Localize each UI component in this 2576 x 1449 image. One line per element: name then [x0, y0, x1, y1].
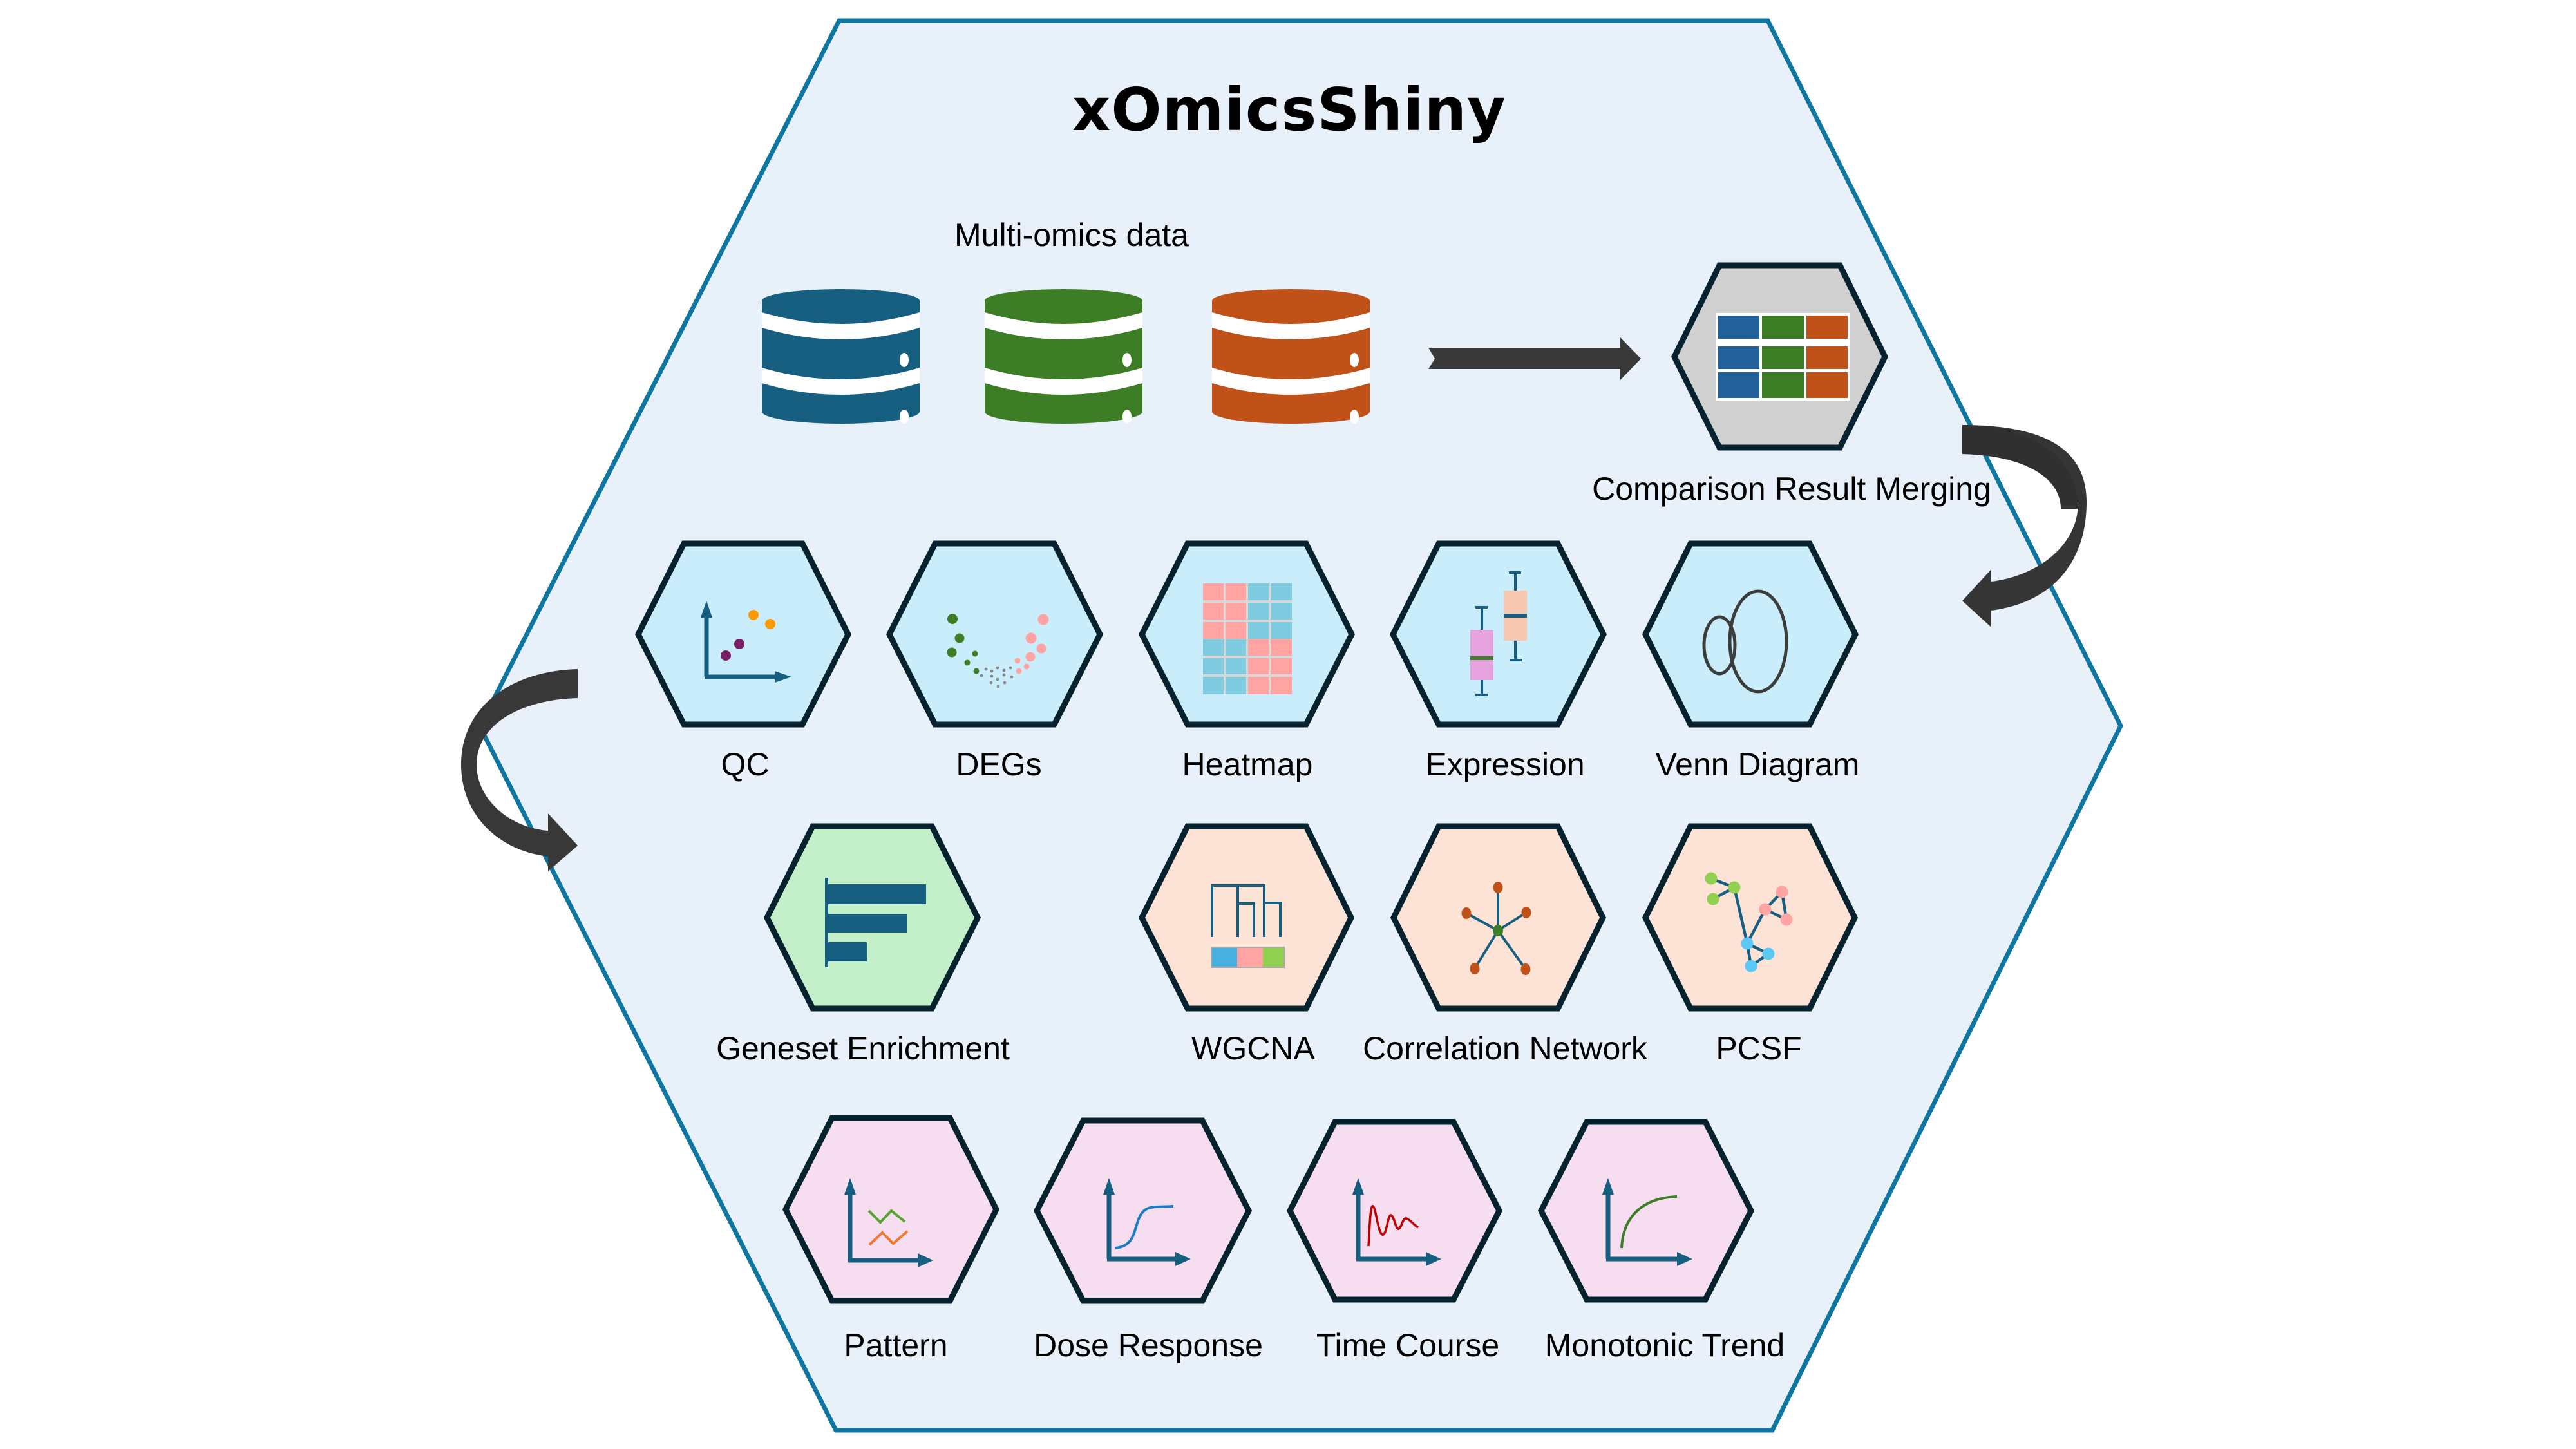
module-color-bar: [1211, 947, 1285, 968]
database-icon-blue: [762, 289, 920, 424]
module-pattern[interactable]: [782, 1115, 1000, 1304]
heatmap-icon: [1203, 583, 1292, 694]
boxplot-icon: [1470, 571, 1527, 696]
module-pattern-label: Pattern: [844, 1327, 947, 1363]
merge-label: Comparison Result Merging: [1592, 471, 1991, 507]
module-expression-label: Expression: [1425, 746, 1584, 782]
module-heatmap[interactable]: [1138, 540, 1356, 728]
module-wgcna-label: WGCNA: [1191, 1030, 1315, 1066]
module-degs-label: DEGs: [956, 746, 1041, 782]
volcano-plot-icon: [947, 614, 1049, 688]
damped-oscillation-icon: [1352, 1178, 1441, 1266]
module-expression[interactable]: [1389, 540, 1607, 728]
module-monotonic-trend[interactable]: [1537, 1119, 1755, 1303]
module-venn[interactable]: [1642, 540, 1859, 728]
module-dose-label: Dose Response: [1034, 1327, 1263, 1363]
module-pcsf-label: PCSF: [1716, 1030, 1801, 1066]
module-degs[interactable]: [886, 540, 1104, 728]
dendrogram-icon: [1211, 884, 1282, 937]
database-icon-orange: [1212, 289, 1370, 424]
module-monotonic-label: Monotonic Trend: [1545, 1327, 1785, 1363]
venn-icon: [1702, 589, 1788, 694]
app-title: xOmicsShiny: [1072, 75, 1506, 144]
module-qc-label: QC: [721, 746, 770, 782]
module-venn-label: Venn Diagram: [1656, 746, 1860, 782]
module-qc[interactable]: [634, 540, 852, 728]
curved-arrow-right-band: [1962, 425, 2078, 509]
module-geneset-label: Geneset Enrichment: [716, 1030, 1010, 1066]
merged-table-icon: [1716, 313, 1850, 401]
module-time-course[interactable]: [1286, 1119, 1503, 1303]
scatter-plot-icon: [701, 601, 791, 683]
network-graph-icon: [1705, 872, 1793, 972]
module-time-label: Time Course: [1316, 1327, 1499, 1363]
module-dose-response[interactable]: [1033, 1117, 1253, 1304]
module-pcsf[interactable]: [1642, 823, 1859, 1012]
curved-arrow-left-icon: [461, 669, 578, 871]
module-heatmap-label: Heatmap: [1182, 746, 1313, 782]
module-wgcna[interactable]: [1138, 823, 1355, 1012]
star-network-icon: [1461, 882, 1531, 975]
module-correlation-label: Correlation Network: [1363, 1030, 1648, 1066]
module-geneset-enrichment[interactable]: [763, 823, 981, 1012]
database-icon-green: [985, 289, 1142, 424]
saturating-curve-icon: [1602, 1178, 1692, 1266]
module-correlation-network[interactable]: [1390, 823, 1607, 1012]
merge-module: [1671, 262, 1889, 451]
multi-omics-label: Multi-omics data: [954, 217, 1189, 253]
zigzag-lines-icon: [844, 1178, 933, 1267]
sigmoid-curve-icon: [1103, 1178, 1191, 1266]
bar-chart-icon: [825, 878, 926, 967]
arrow-right-icon: [1428, 337, 1641, 380]
